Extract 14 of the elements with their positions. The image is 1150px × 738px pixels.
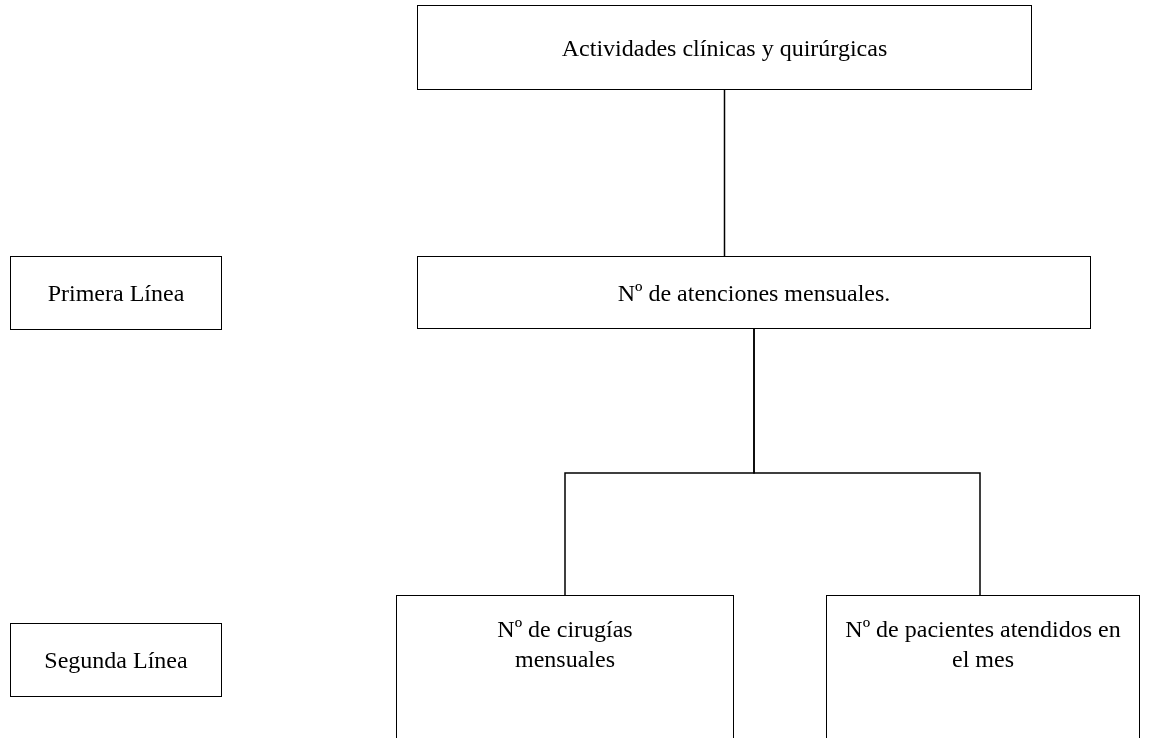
box — [10, 623, 222, 697]
connector-line — [753, 328, 981, 596]
box-label: Segunda Línea — [44, 646, 188, 675]
box-label: Nº de cirugías mensuales — [496, 615, 634, 674]
box-label: Nº de atenciones mensuales. — [617, 278, 891, 308]
box-label: Nº de pacientes atendidos en el mes — [844, 615, 1122, 674]
box-label: Actividades clínicas y quirúrgicas — [561, 33, 888, 63]
box — [417, 5, 1032, 90]
box — [10, 256, 222, 330]
connector-line — [723, 89, 726, 257]
box — [417, 256, 1091, 329]
box — [826, 595, 1140, 738]
box-label: Primera Línea — [47, 279, 185, 308]
box — [396, 595, 734, 738]
